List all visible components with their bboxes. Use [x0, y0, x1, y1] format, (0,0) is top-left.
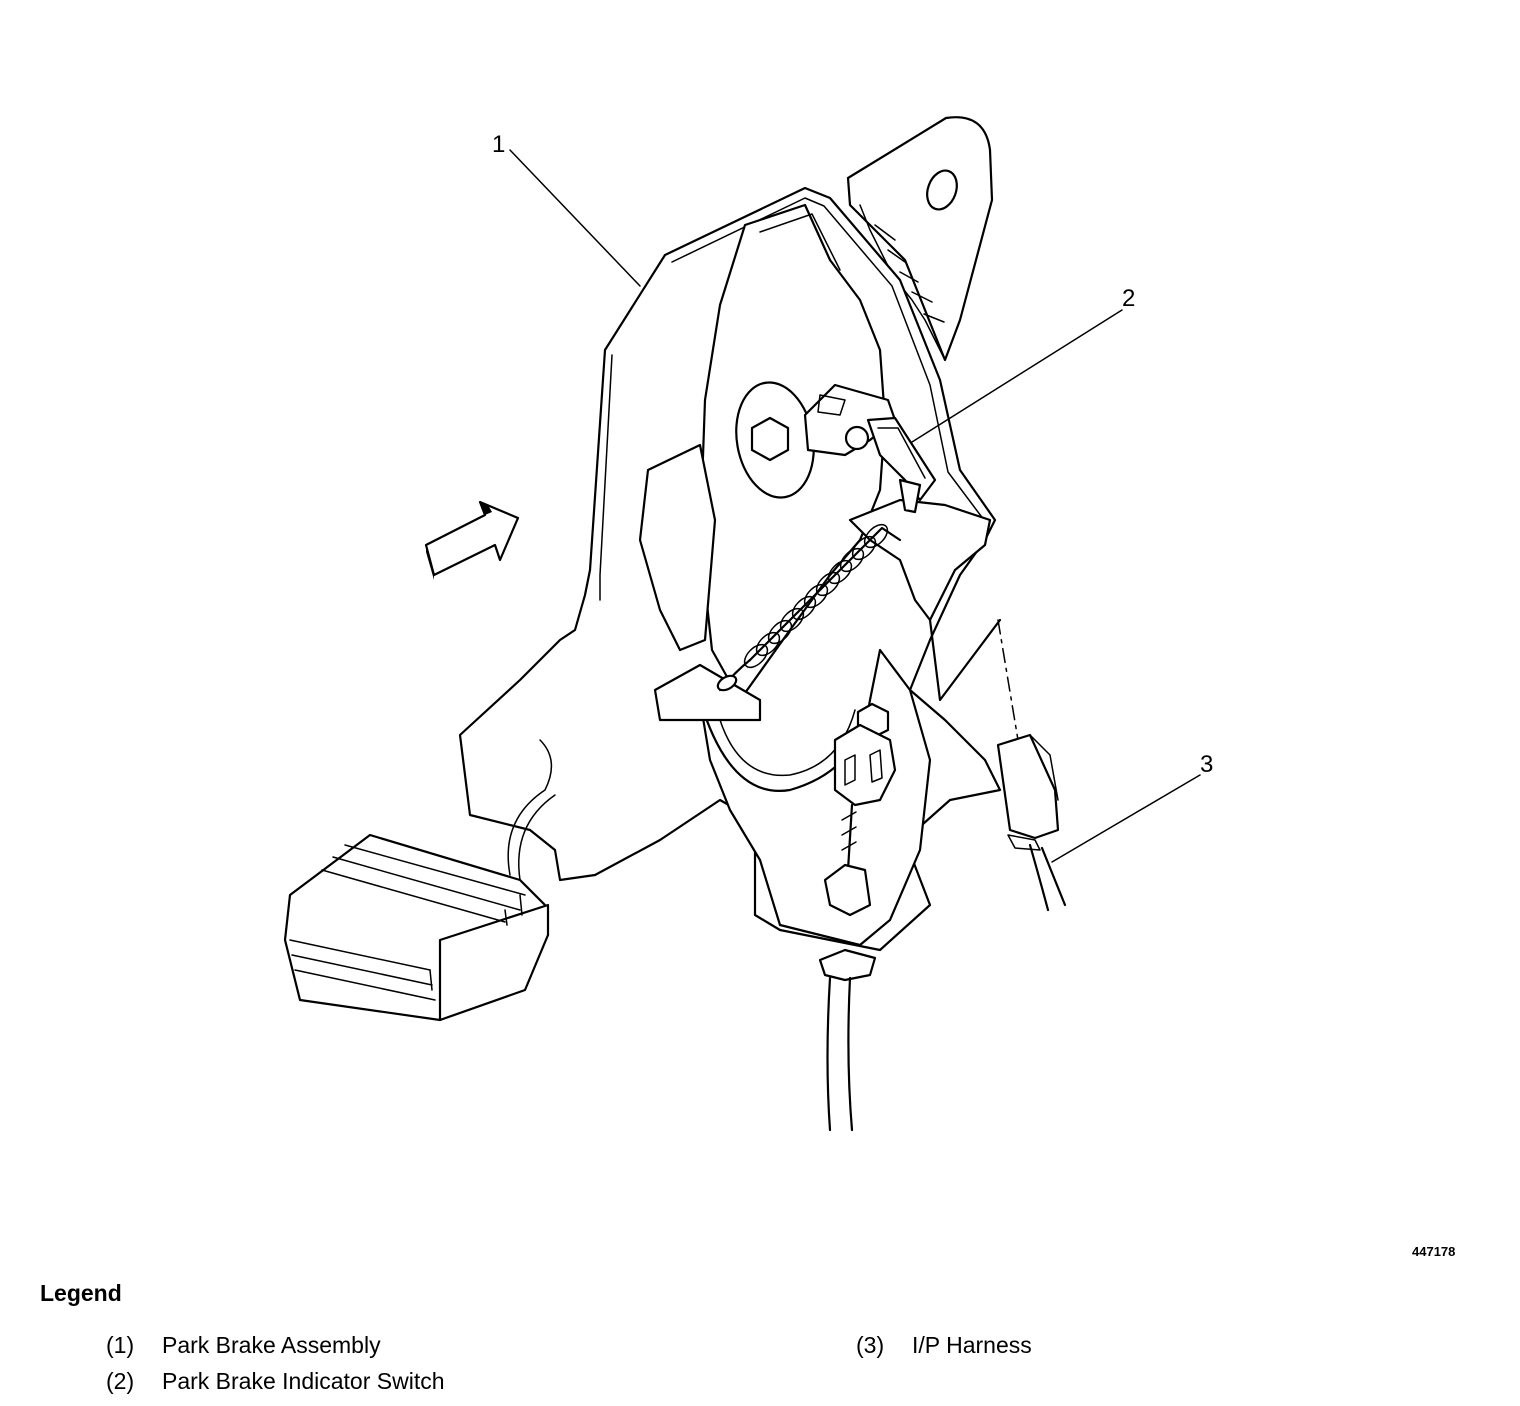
park-brake-assembly: [458, 186, 1002, 952]
brake-pedal: [283, 739, 556, 1022]
leader-lines: [509, 149, 1201, 863]
park-brake-cable: [818, 948, 877, 1132]
legend-item-number: (2): [106, 1368, 135, 1394]
legend-item-number: (3): [856, 1332, 885, 1358]
park-brake-diagram: 1 2 3: [283, 116, 1213, 1132]
forward-arrow-icon: [424, 500, 520, 580]
legend-item-1: (1) Park Brake Assembly: [106, 1332, 381, 1359]
legend-item-label: I/P Harness: [912, 1332, 1032, 1358]
legend-item-number: (1): [106, 1332, 135, 1358]
legend-item-label: Park Brake Indicator Switch: [162, 1368, 445, 1394]
legend-title: Legend: [40, 1280, 122, 1306]
mounting-bracket: [846, 116, 994, 362]
callout-3: 3: [1200, 751, 1213, 778]
ip-harness: [996, 619, 1067, 912]
return-spring: [716, 523, 902, 692]
figure-id: 447178: [1412, 1244, 1456, 1259]
park-brake-indicator-switch: [803, 383, 937, 514]
legend-item-2: (2) Park Brake Indicator Switch: [106, 1368, 445, 1395]
callout-1: 1: [492, 131, 505, 158]
callout-2: 2: [1122, 285, 1135, 312]
legend-item-label: Park Brake Assembly: [162, 1332, 381, 1358]
cable-clip: [823, 702, 897, 917]
legend-item-3: (3) I/P Harness: [856, 1332, 1032, 1359]
